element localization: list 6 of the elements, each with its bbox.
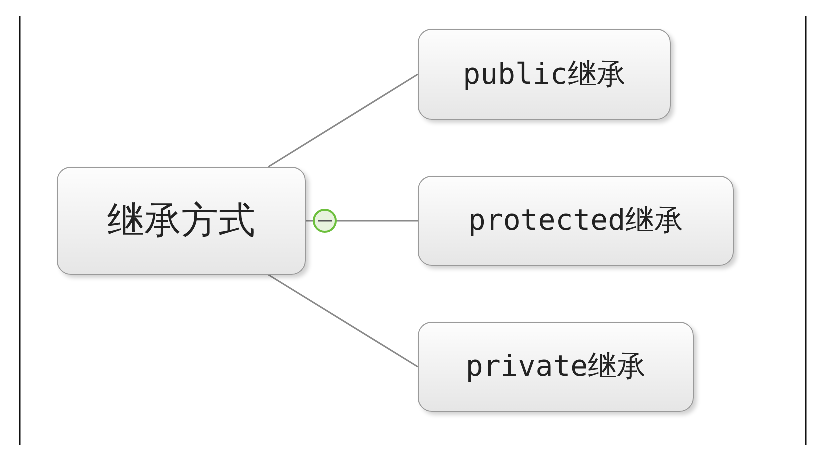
connector-line [268, 74, 418, 168]
root-box: 继承方式 [57, 167, 306, 275]
connector-line [268, 274, 418, 368]
branch-box: protected继承 [418, 176, 734, 266]
branch-box: public继承 [418, 29, 671, 120]
branch-box: private继承 [418, 322, 694, 412]
